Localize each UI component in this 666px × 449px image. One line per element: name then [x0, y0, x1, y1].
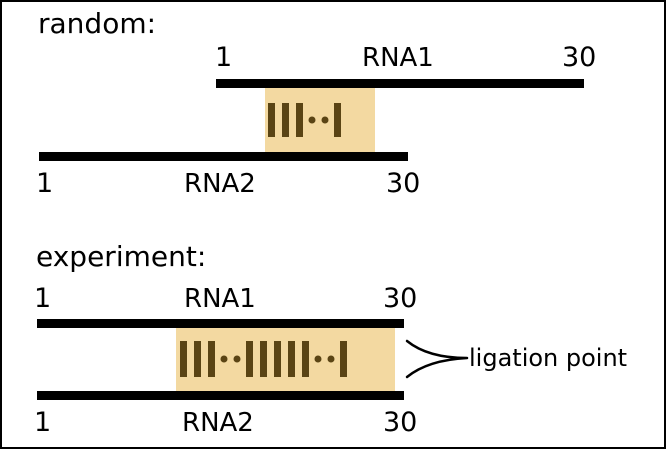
experiment-mismatch-dot-3 — [327, 355, 335, 363]
ligation-point-bracket — [405, 339, 469, 379]
experiment-rna2-name-label: RNA2 — [182, 408, 254, 438]
random-rna1-name-label: RNA1 — [362, 43, 434, 73]
random-heading: random: — [38, 7, 156, 40]
random-pairing-marks — [268, 103, 341, 137]
experiment-panel: experiment: 1 RNA1 30 ligation point 1 R… — [34, 240, 627, 438]
experiment-mismatch-dot-0 — [220, 355, 228, 363]
random-pair-bar-0 — [268, 103, 275, 137]
experiment-pair-bar-2 — [208, 341, 215, 377]
experiment-rna2-end-label: 30 — [383, 407, 417, 438]
experiment-rna1-strand — [37, 319, 404, 328]
random-rna1-strand — [216, 79, 584, 88]
random-mismatch-dot-1 — [321, 116, 329, 124]
experiment-pairing-marks — [180, 341, 347, 377]
experiment-mismatch-dot-2 — [314, 355, 322, 363]
random-pair-bar-2 — [296, 103, 303, 137]
random-pair-bar-3 — [334, 103, 341, 137]
experiment-rna1-name-label: RNA1 — [184, 284, 256, 314]
experiment-rna1-start-label: 1 — [34, 283, 51, 314]
random-rna1-end-label: 30 — [562, 42, 596, 73]
random-rna2-end-label: 30 — [386, 168, 420, 199]
random-pair-bar-1 — [282, 103, 289, 137]
random-rna2-strand — [39, 152, 408, 161]
experiment-pair-bar-7 — [302, 341, 309, 377]
experiment-pair-bar-3 — [246, 341, 253, 377]
experiment-pair-bar-5 — [274, 341, 281, 377]
random-rna1-start-label: 1 — [215, 42, 232, 73]
random-panel: random: 1 RNA1 30 1 RNA2 30 — [36, 7, 596, 199]
random-mismatch-dot-0 — [308, 116, 316, 124]
random-rna2-name-label: RNA2 — [184, 169, 256, 199]
experiment-pair-bar-0 — [180, 341, 187, 377]
experiment-rna2-strand — [37, 391, 404, 400]
experiment-mismatch-dot-1 — [233, 355, 241, 363]
experiment-rna1-end-label: 30 — [383, 283, 417, 314]
random-pairing-region — [265, 88, 375, 152]
experiment-rna2-start-label: 1 — [34, 407, 51, 438]
experiment-heading: experiment: — [36, 240, 206, 273]
experiment-pair-bar-6 — [288, 341, 295, 377]
ligation-point-label: ligation point — [469, 344, 627, 372]
random-rna2-start-label: 1 — [36, 168, 53, 199]
experiment-pair-bar-4 — [260, 341, 267, 377]
experiment-pair-bar-8 — [340, 341, 347, 377]
experiment-pair-bar-1 — [194, 341, 201, 377]
